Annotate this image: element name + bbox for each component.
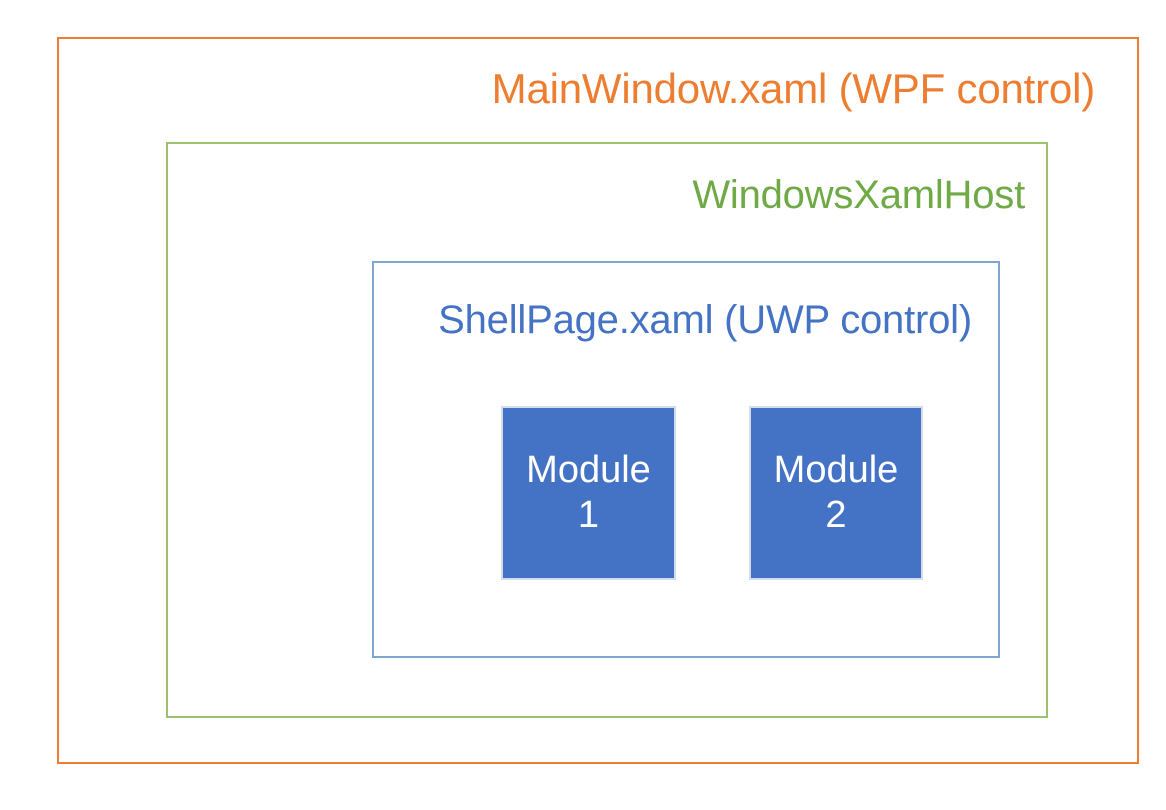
container-main-window [57, 37, 1139, 764]
module-block-2: Module 2 [749, 406, 923, 580]
module-2-name: Module [773, 449, 899, 492]
module-1-name: Module [526, 449, 651, 492]
container-label-windows-xaml-host: WindowsXamlHost [692, 173, 1025, 217]
module-2-index: 2 [825, 494, 847, 536]
container-label-shell-page: ShellPage.xaml (UWP control) [438, 298, 972, 342]
container-shell-page [372, 261, 1000, 658]
module-block-1: Module 1 [501, 406, 676, 580]
container-windows-xaml-host [166, 142, 1048, 718]
module-1-index: 1 [577, 494, 600, 536]
container-label-main-window: MainWindow.xaml (WPF control) [491, 65, 1096, 112]
